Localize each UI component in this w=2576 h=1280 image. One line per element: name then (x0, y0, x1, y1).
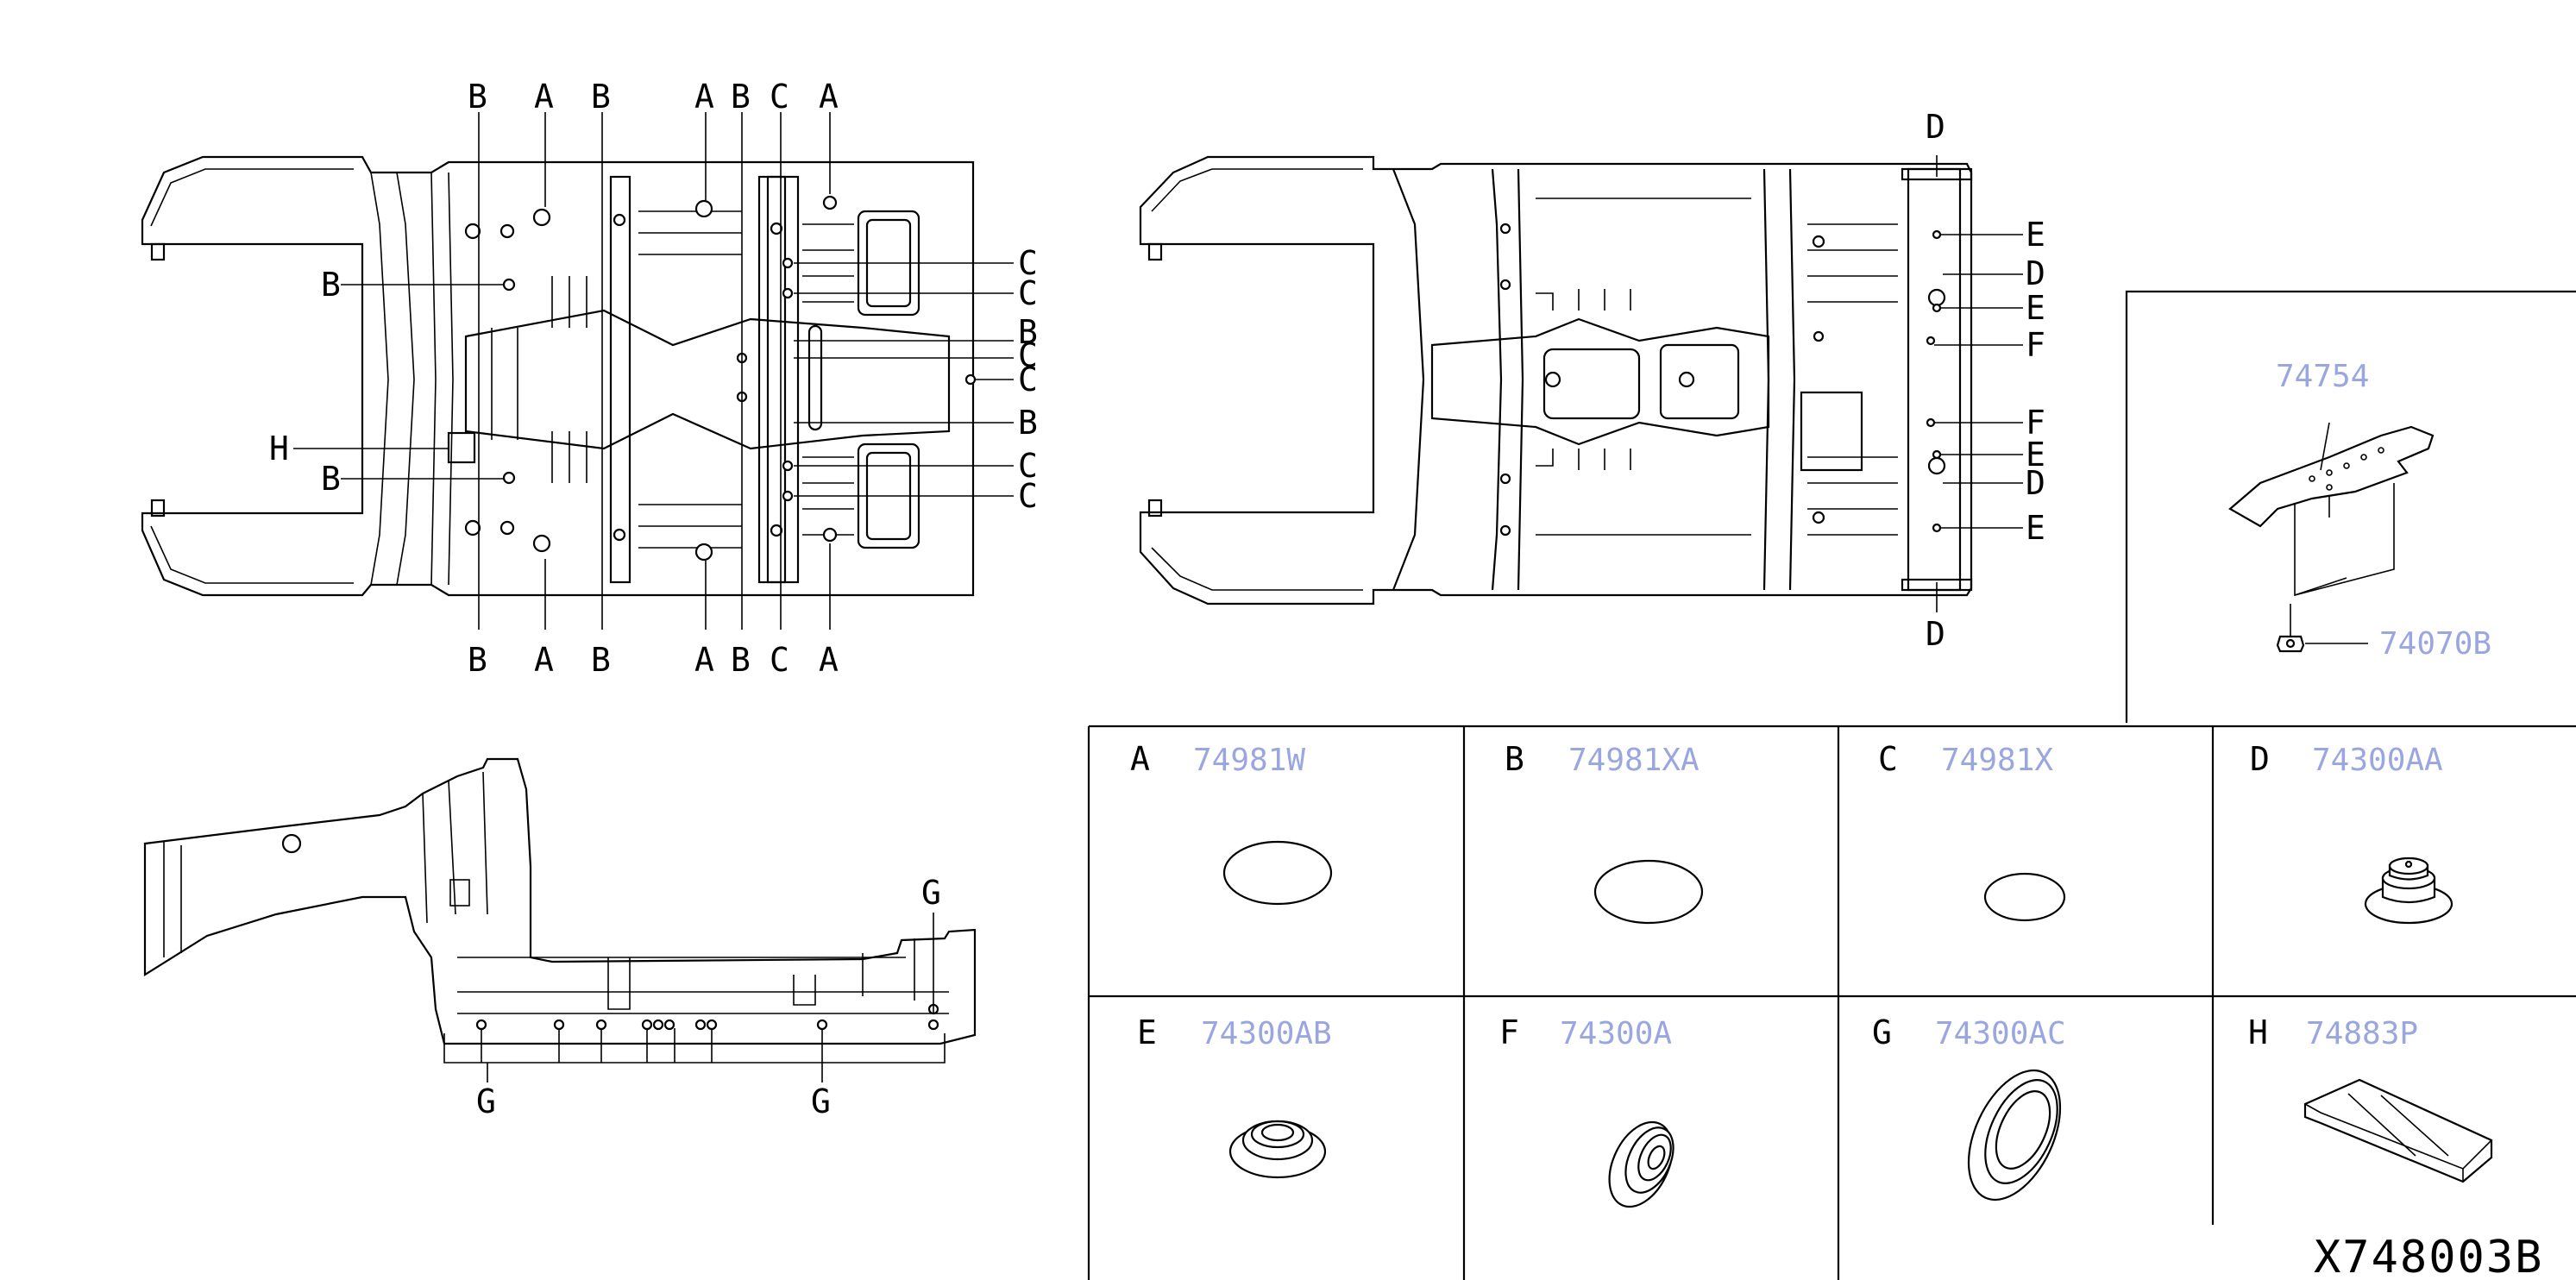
part-number-74070b: 74070B (2379, 626, 2491, 662)
callout-label: B (591, 641, 611, 679)
grommet-f-icon (1608, 1120, 1674, 1208)
grommet-e-icon (1228, 1120, 1327, 1179)
part-number-74754: 74754 (2276, 359, 2369, 394)
callout-label: A (819, 641, 839, 679)
legend-cell-g: G 74300AC (1872, 1013, 2066, 1202)
callout-label: C (770, 641, 789, 679)
legend-letter: D (2250, 740, 2270, 778)
callout-label: C (1018, 274, 1038, 312)
callout-label: C (1018, 477, 1038, 515)
callout-label: C (1018, 361, 1038, 398)
callout-label: C (1018, 244, 1038, 282)
underbody-labels-right: E D E F F E D E (2026, 216, 2045, 547)
callout-label: H (269, 430, 289, 467)
callout-label: E (2026, 216, 2045, 254)
legend-cell-c: C 74981X (1878, 740, 2066, 922)
callout-label: G (476, 1082, 496, 1120)
legend-letter: G (1872, 1013, 1892, 1051)
callout-label: F (2026, 404, 2045, 442)
legend-part-number: 74300AA (2312, 743, 2443, 778)
callout-label: B (731, 78, 751, 116)
callout-label: C (1018, 447, 1038, 485)
legend-cell-e: E 74300AB (1137, 1013, 1332, 1179)
top-floor-view: B A B A B C A B A B A B C A B H B C C B … (141, 78, 1038, 679)
callout-label: D (1926, 615, 1945, 653)
callout-label: B (1018, 313, 1038, 351)
callout-label: F (2026, 326, 2045, 364)
callout-label: B (1018, 404, 1038, 442)
callout-label: D (2026, 254, 2045, 292)
legend-cell-f: F 74300A (1499, 1013, 1674, 1208)
inset-panel: 74754 74070B (2125, 290, 2576, 723)
callout-label: C (770, 78, 789, 116)
legend-cell-h: H 74883P (2248, 1013, 2493, 1183)
callout-label: B (591, 78, 611, 116)
grommet-d-icon (2364, 856, 2453, 925)
legend-letter: C (1878, 740, 1898, 778)
callout-label: D (2026, 464, 2045, 502)
plug-a-icon (1222, 840, 1333, 906)
callout-label: A (534, 78, 554, 116)
callout-label: C (1018, 336, 1038, 374)
callout-label: B (321, 266, 341, 304)
legend-cell-b: B 74981XA (1505, 740, 1704, 925)
callout-label: E (2026, 289, 2045, 327)
legend-part-number: 74981W (1193, 743, 1305, 778)
callout-label: A (534, 641, 554, 679)
callout-label: G (921, 874, 941, 912)
legend-part-number: 74883P (2306, 1016, 2418, 1051)
top-view-labels-top: B A B A B C A (468, 78, 839, 116)
legend-part-number: 74300A (1560, 1016, 1672, 1051)
side-view: G G G (143, 757, 977, 1120)
legend-part-number: 74300AC (1935, 1016, 2066, 1051)
callout-label: B (321, 460, 341, 498)
callout-label: A (819, 78, 839, 116)
callout-label: B (731, 641, 751, 679)
legend-letter: E (1137, 1013, 1157, 1051)
callout-label: A (694, 78, 714, 116)
callout-label: G (811, 1082, 831, 1120)
plug-c-icon (1983, 872, 2066, 922)
legend-part-number: 74300AB (1201, 1016, 1332, 1051)
grommet-g-icon (1967, 1069, 2062, 1202)
legend-letter: B (1505, 740, 1524, 778)
legend-cell-a: A 74981W (1130, 740, 1333, 906)
top-view-labels-right: C C B C C B C C (1018, 244, 1038, 515)
legend-letter: A (1130, 740, 1150, 778)
callout-label: A (694, 641, 714, 679)
legend-part-number: 74981XA (1568, 743, 1700, 778)
underbody-view: D D E D E F F E D E (1139, 108, 2045, 653)
top-view-labels-bottom: B A B A B C A (468, 641, 839, 679)
top-view-labels-left: B H B (269, 266, 341, 498)
legend-part-number: 74981X (1941, 743, 2053, 778)
pad-h-icon (2303, 1078, 2493, 1183)
drawing-number: X748003B (2314, 1232, 2543, 1280)
callout-label: D (1926, 108, 1945, 146)
parts-legend-grid: A 74981W B 74981XA C 74981X D 74300AA (1087, 725, 2576, 1280)
callout-label: B (468, 641, 487, 679)
callout-label: E (2026, 509, 2045, 547)
callout-label: E (2026, 436, 2045, 474)
legend-letter: H (2248, 1013, 2268, 1051)
plug-b-icon (1593, 859, 1704, 925)
legend-cell-d: D 74300AA (2250, 740, 2453, 925)
legend-letter: F (1499, 1013, 1519, 1051)
callout-label: B (468, 78, 487, 116)
